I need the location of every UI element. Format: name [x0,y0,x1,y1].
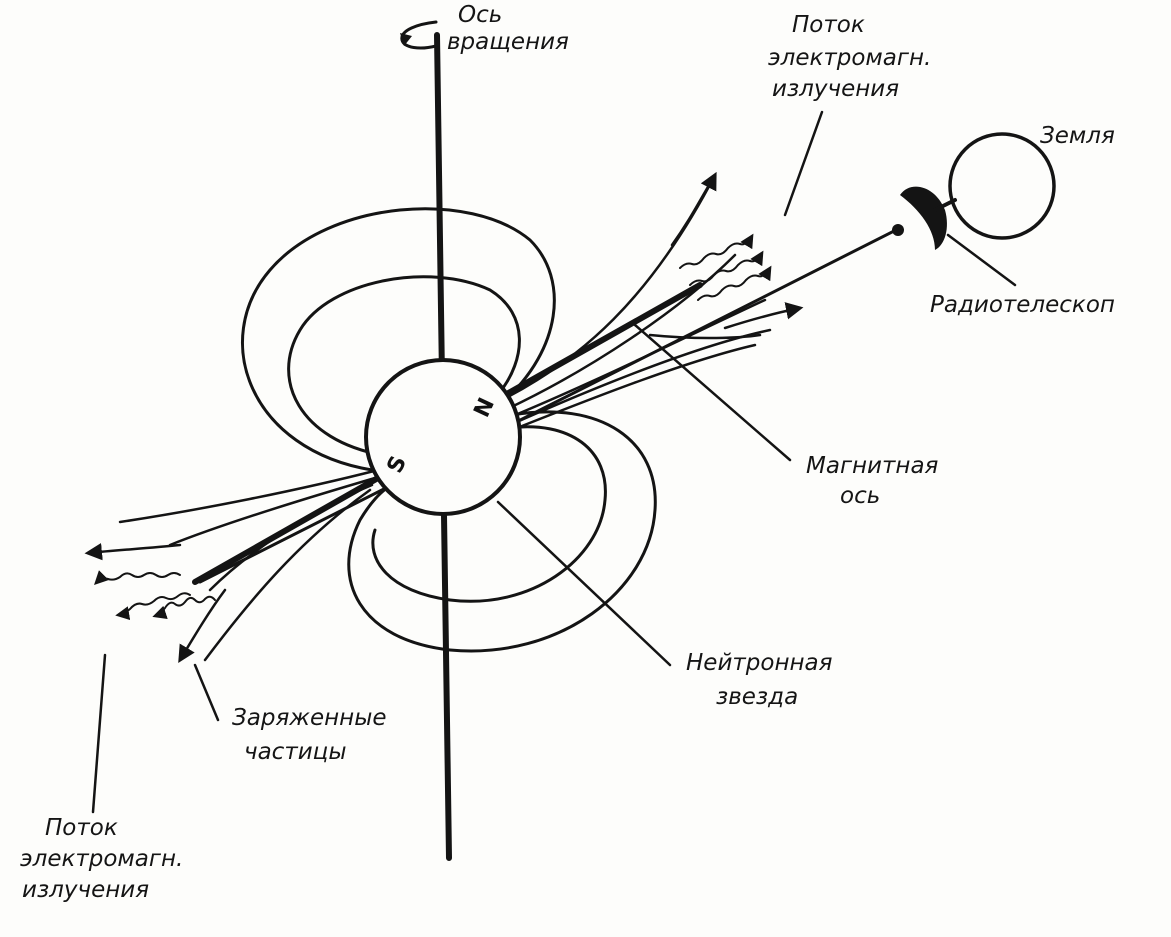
svg-text:Заряженные: Заряженные [232,705,387,731]
label-charged-particles: Заряженные частицы [232,705,387,765]
label-neutron-star: Нейтронная звезда [686,650,833,710]
radiotelescope-icon [892,186,957,250]
rotation-arrow-icon [400,20,438,50]
svg-text:Магнитная: Магнитная [806,453,939,479]
svg-text:Поток: Поток [792,12,865,38]
svg-text:частицы: частицы [244,739,347,765]
earth [948,132,1056,240]
svg-text:электромагн.: электромагн. [768,45,931,71]
svg-text:излучения: излучения [772,76,899,102]
leader-lines [91,110,1017,814]
beam-lower-left [84,468,380,664]
label-rotation-axis: Ось вращения [447,2,569,55]
label-radiotelescope: Радиотелескоп [930,292,1115,318]
label-magnetic-axis: Магнитная ось [806,453,939,509]
magnetic-axis-line [198,228,898,584]
svg-text:Поток: Поток [45,815,118,841]
svg-text:электромагн.: электромагн. [20,846,183,872]
label-earth: Земля [1040,123,1115,149]
beam-upper-right [500,171,804,432]
label-em-flow-bottom: Поток электромагн. излучения [20,815,183,903]
svg-text:ось: ось [840,483,880,509]
label-em-flow-top: Поток электромагн. излучения [768,12,931,102]
svg-text:Ось: Ось [458,2,502,28]
svg-text:Нейтронная: Нейтронная [686,650,833,676]
neutron-star: N S [364,358,522,516]
field-lines-lower-right [347,410,657,653]
field-lines-upper-left [241,207,556,472]
svg-text:звезда: звезда [716,684,798,710]
svg-text:вращения: вращения [447,29,569,55]
svg-text:излучения: излучения [22,877,149,903]
